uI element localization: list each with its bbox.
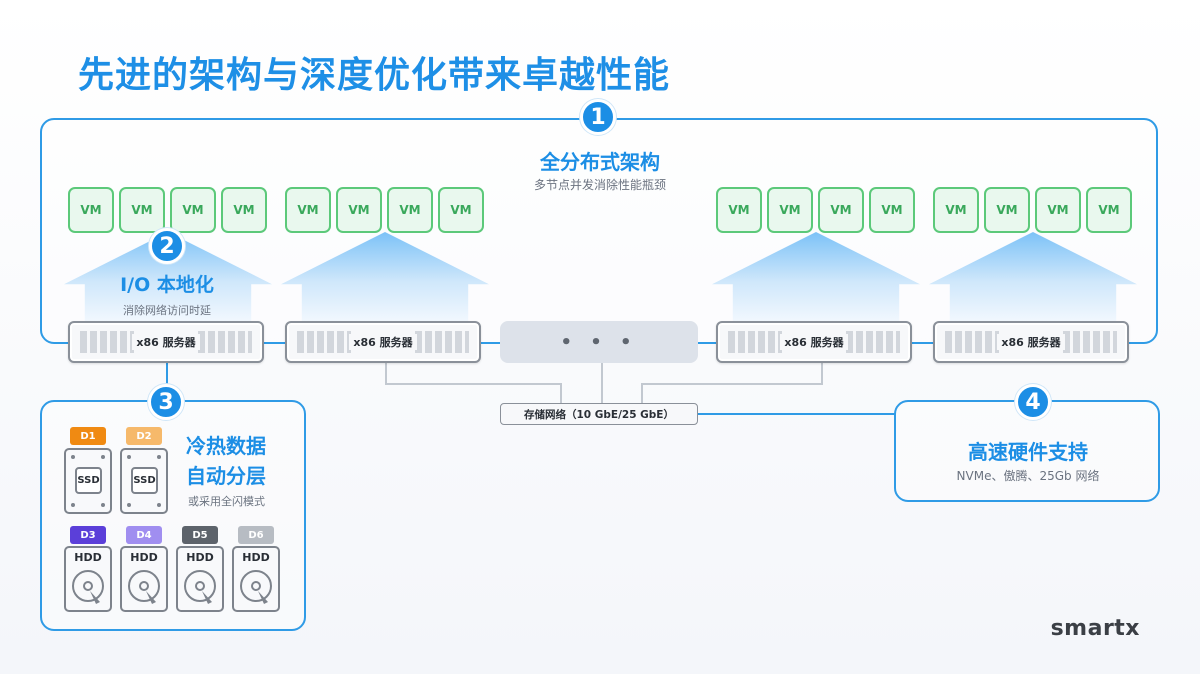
disk-type-label: HDD xyxy=(130,551,158,564)
server-vent xyxy=(1063,331,1117,353)
server-vent xyxy=(415,331,469,353)
server-vent xyxy=(198,331,252,353)
disk-type-label: HDD xyxy=(186,551,214,564)
screw-icon xyxy=(157,503,161,507)
feature-4-title: 高速硬件支持 xyxy=(968,440,1088,464)
ssd-chip-icon: SSD xyxy=(75,467,102,494)
server-vent xyxy=(945,331,999,353)
x86-server: x86 服务器 xyxy=(933,321,1129,363)
vm-box: VM xyxy=(1035,187,1081,233)
feature-1-subtitle: 多节点并发消除性能瓶颈 xyxy=(533,178,666,192)
disk-type-label: HDD xyxy=(242,551,270,564)
server-vent xyxy=(728,331,782,353)
hdd-platter-icon xyxy=(240,570,272,604)
connector-line xyxy=(641,383,823,385)
vm-box: VM xyxy=(336,187,382,233)
vm-box: VM xyxy=(68,187,114,233)
ssd-disk: SSD xyxy=(64,448,112,514)
connector-line xyxy=(697,413,895,415)
connector-line xyxy=(641,383,643,404)
server-label: x86 服务器 xyxy=(997,334,1065,350)
server-vent xyxy=(846,331,900,353)
connector-line xyxy=(601,362,603,404)
x86-server: x86 服务器 xyxy=(285,321,481,363)
hdd-platter-icon xyxy=(72,570,104,604)
screw-icon xyxy=(127,455,131,459)
feature-1-title: 全分布式架构 xyxy=(540,150,660,174)
screw-icon xyxy=(101,455,105,459)
vm-box: VM xyxy=(119,187,165,233)
disk-tag: D1 xyxy=(70,427,106,445)
disk-tag: D3 xyxy=(70,526,106,544)
x86-server: x86 服务器 xyxy=(68,321,264,363)
page-title: 先进的架构与深度优化带来卓越性能 xyxy=(78,55,671,96)
more-servers-ellipsis: • • • xyxy=(500,321,698,363)
vm-box: VM xyxy=(716,187,762,233)
hdd-disk: HDD xyxy=(120,546,168,612)
ssd-disk: SSD xyxy=(120,448,168,514)
connector-line xyxy=(385,362,387,384)
vm-box: VM xyxy=(285,187,331,233)
server-vent xyxy=(80,331,134,353)
screw-icon xyxy=(157,455,161,459)
badge-1: 1 xyxy=(580,99,616,135)
server-label: x86 服务器 xyxy=(349,334,417,350)
feature-3-title-line1: 冷热数据 xyxy=(186,434,266,458)
vm-box: VM xyxy=(869,187,915,233)
hdd-disk: HDD xyxy=(176,546,224,612)
vm-box: VM xyxy=(767,187,813,233)
disk-type-label: HDD xyxy=(74,551,102,564)
hdd-platter-icon xyxy=(184,570,216,604)
feature-2-title: I/O 本地化 xyxy=(120,274,214,296)
hdd-platter-icon xyxy=(128,570,160,604)
vm-box: VM xyxy=(818,187,864,233)
disk-tag: D2 xyxy=(126,427,162,445)
vm-box: VM xyxy=(170,187,216,233)
disk-tag: D4 xyxy=(126,526,162,544)
connector-line xyxy=(821,362,823,384)
connector-line xyxy=(560,383,562,404)
vm-box: VM xyxy=(438,187,484,233)
storage-network: 存储网络（10 GbE/25 GbE） xyxy=(500,403,698,425)
server-label: x86 服务器 xyxy=(132,334,200,350)
server-label: x86 服务器 xyxy=(780,334,848,350)
disk-tag: D5 xyxy=(182,526,218,544)
screw-icon xyxy=(71,503,75,507)
connector-line xyxy=(166,362,168,386)
vm-box: VM xyxy=(1086,187,1132,233)
feature-3-title-line2: 自动分层 xyxy=(186,464,266,488)
brand-logo: smartx xyxy=(1050,616,1140,641)
connector-line xyxy=(385,383,561,385)
hdd-disk: HDD xyxy=(64,546,112,612)
screw-icon xyxy=(127,503,131,507)
vm-box: VM xyxy=(984,187,1030,233)
feature-2-subtitle: 消除网络访问时延 xyxy=(123,304,211,317)
ssd-chip-icon: SSD xyxy=(131,467,158,494)
feature-3-subtitle: 或采用全闪模式 xyxy=(188,495,265,508)
badge-3: 3 xyxy=(148,384,184,420)
badge-2: 2 xyxy=(149,228,185,264)
vm-box: VM xyxy=(387,187,433,233)
badge-4: 4 xyxy=(1015,384,1051,420)
vm-box: VM xyxy=(221,187,267,233)
hdd-disk: HDD xyxy=(232,546,280,612)
screw-icon xyxy=(101,503,105,507)
disk-tag: D6 xyxy=(238,526,274,544)
screw-icon xyxy=(71,455,75,459)
x86-server: x86 服务器 xyxy=(716,321,912,363)
server-vent xyxy=(297,331,351,353)
vm-box: VM xyxy=(933,187,979,233)
feature-4-subtitle: NVMe、傲腾、25Gb 网络 xyxy=(956,469,1100,483)
